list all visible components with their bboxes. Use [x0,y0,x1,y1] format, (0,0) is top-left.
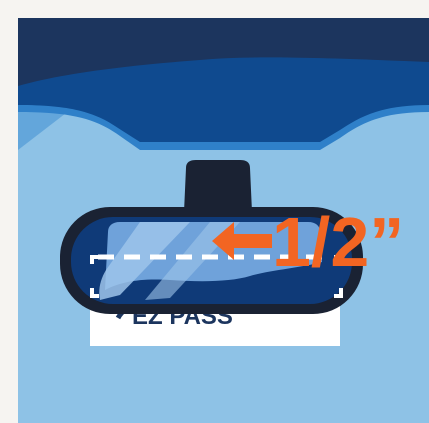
measurement-label: 1/2” [272,203,404,281]
mirror-mount [184,160,252,212]
